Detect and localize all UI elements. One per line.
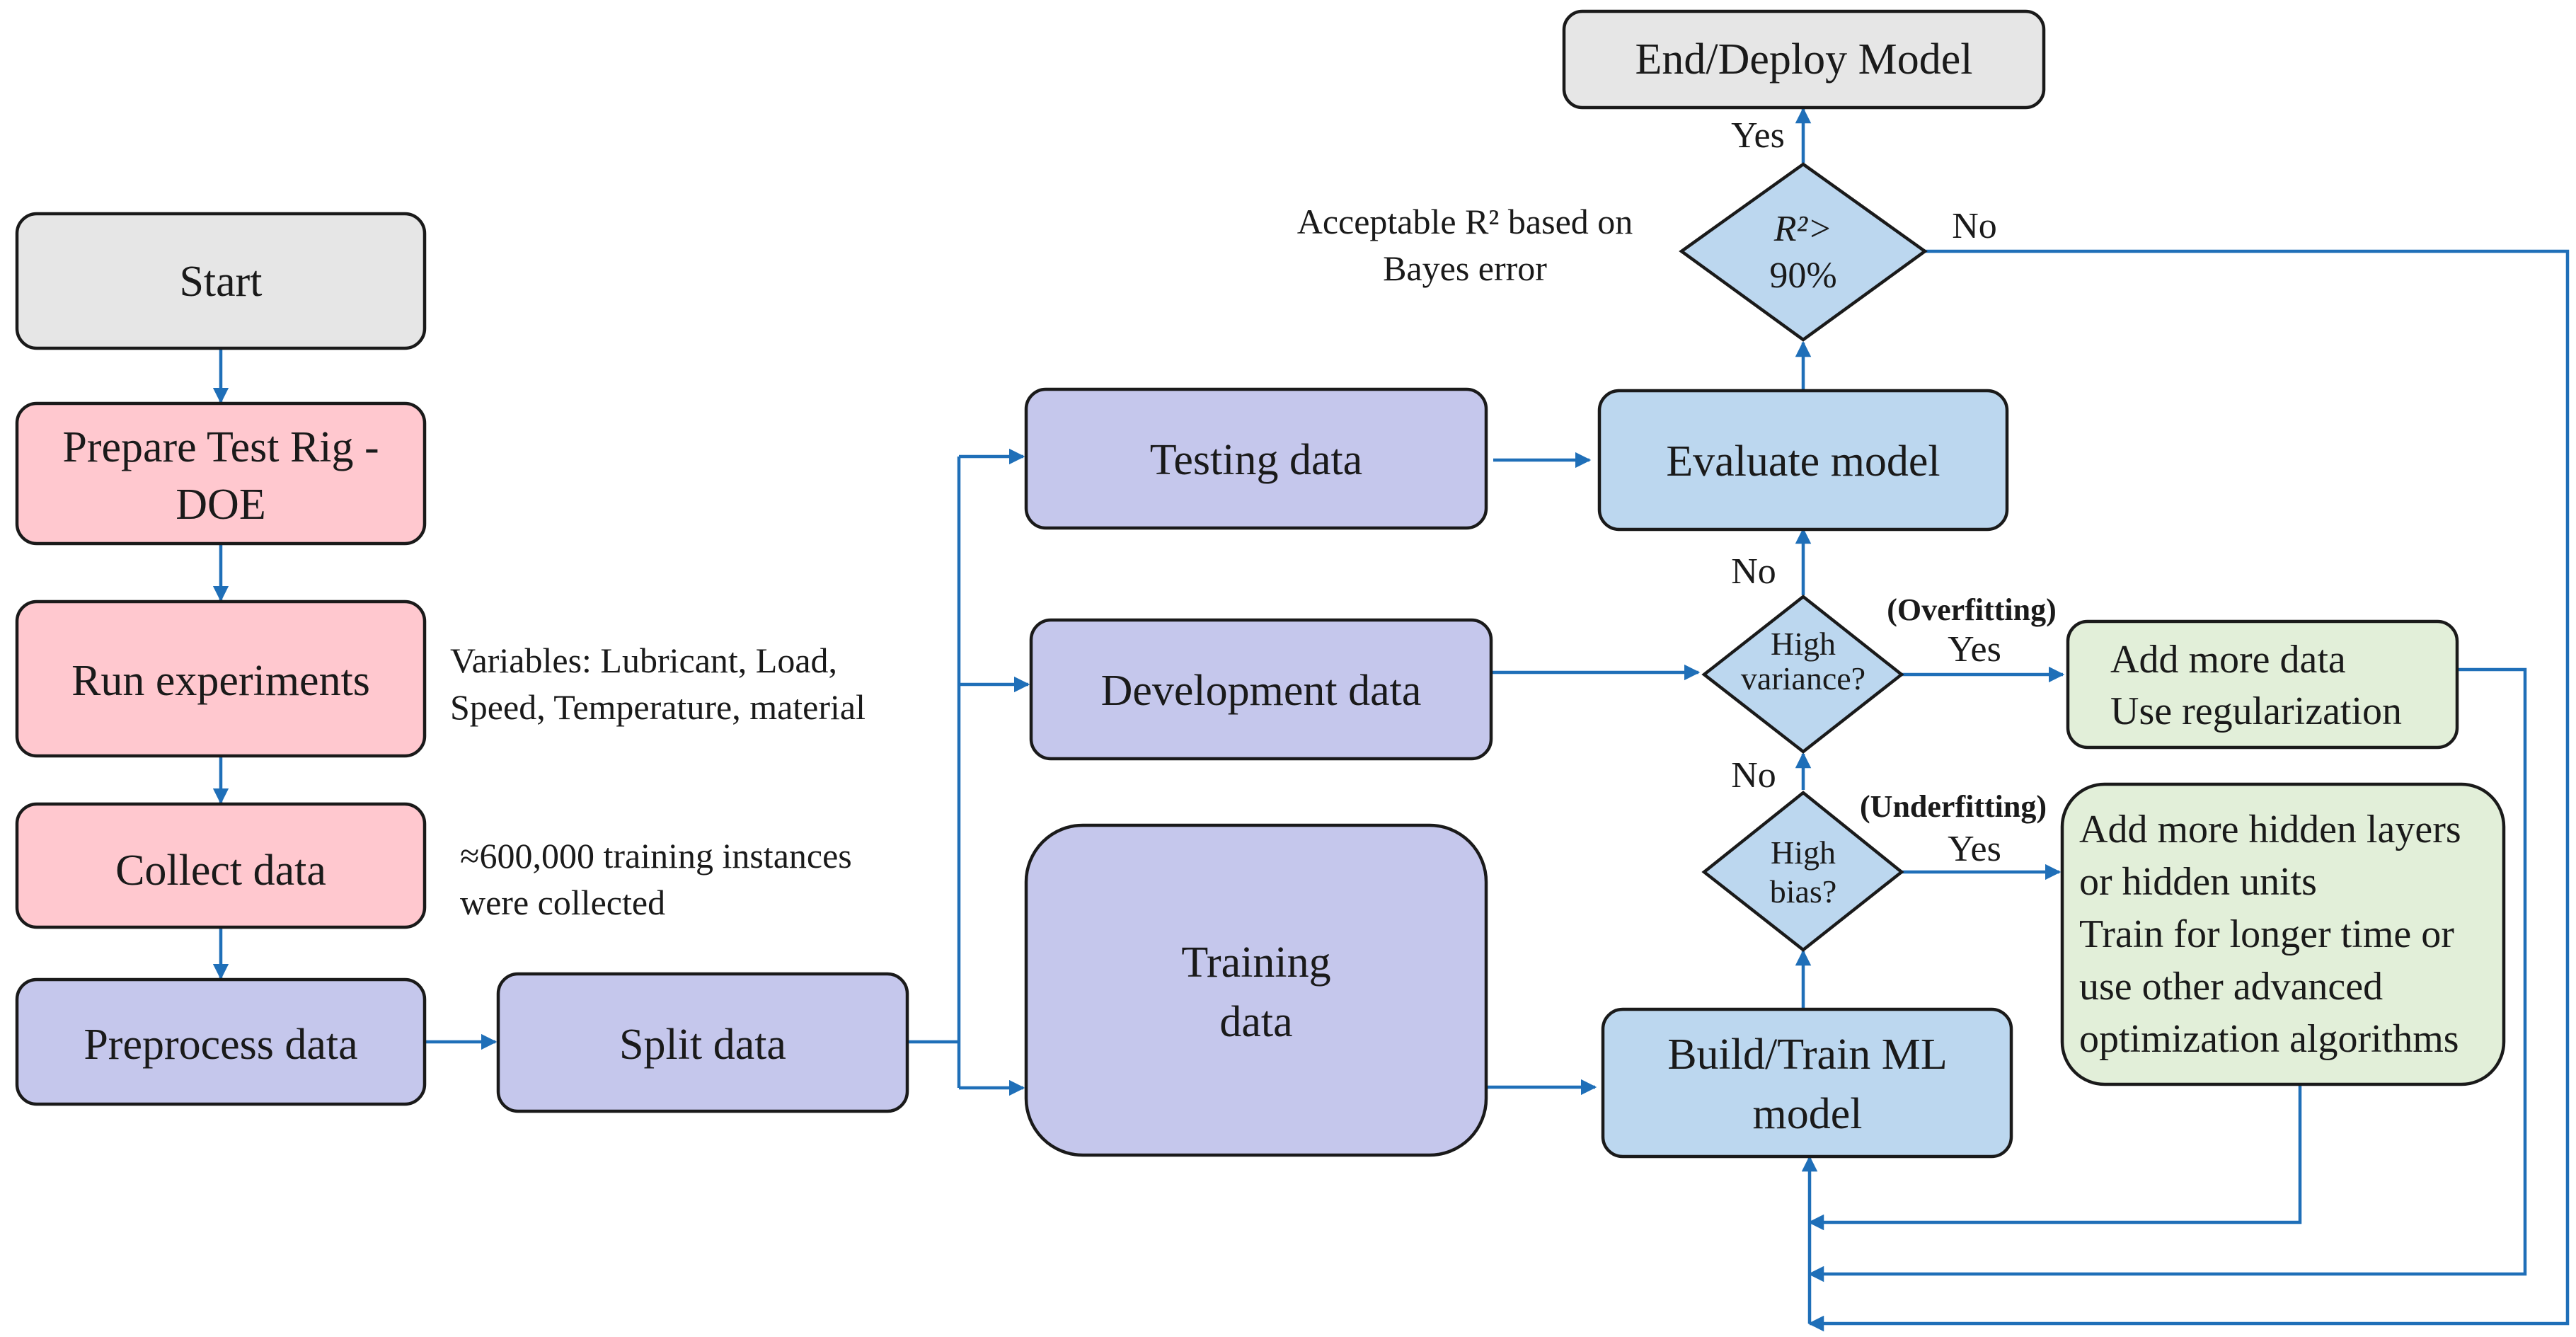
edges bbox=[212, 107, 2570, 1332]
bias-decision-node: High bias? bbox=[1701, 791, 1904, 952]
variance-label-line2: variance? bbox=[1741, 660, 1865, 696]
training-data-node: Training data bbox=[1024, 823, 1488, 1157]
build-box bbox=[1601, 1007, 2013, 1159]
start-label: Start bbox=[179, 258, 262, 306]
overfitting-label: (Overfitting) bbox=[1887, 592, 2056, 627]
no-r2-label: No bbox=[1952, 206, 1997, 246]
start-box bbox=[15, 212, 427, 350]
prepare-label-line1: Prepare Test Rig - bbox=[62, 423, 379, 471]
variables-note-line1: Variables: Lubricant, Load, bbox=[450, 641, 837, 680]
bias-diamond bbox=[1701, 791, 1904, 952]
end-box bbox=[1562, 9, 2046, 110]
more-data-node: Add more data Use regularization bbox=[2066, 619, 2459, 750]
yes-overfitting-label: Yes bbox=[1948, 629, 2001, 670]
bias-label-line1: High bbox=[1771, 834, 1836, 871]
more-layers-line4: use other advanced bbox=[2079, 965, 2383, 1009]
edge-r2-no-build bbox=[1807, 249, 2570, 1332]
more-layers-line2: or hidden units bbox=[2079, 860, 2317, 904]
build-label-line1: Build/Train ML bbox=[1667, 1031, 1948, 1079]
r2-decision-node: R²> 90% bbox=[1679, 162, 1928, 342]
more-data-line2: Use regularization bbox=[2110, 689, 2402, 733]
development-data-node: Development data bbox=[1029, 618, 1493, 761]
testing-box bbox=[1024, 387, 1488, 530]
split-box bbox=[496, 972, 909, 1113]
more-layers-box bbox=[2060, 782, 2506, 1086]
yes-underfitting-label: Yes bbox=[1948, 829, 2001, 869]
build-label-line2: model bbox=[1753, 1090, 1863, 1138]
prepare-label-line2: DOE bbox=[176, 481, 265, 529]
start-node: Start bbox=[15, 212, 427, 350]
acceptable-r2-note: Acceptable R² based on Bayes error bbox=[1297, 202, 1633, 288]
collect-label: Collect data bbox=[115, 847, 326, 895]
collect-box bbox=[15, 802, 427, 929]
run-label: Run experiments bbox=[71, 657, 370, 705]
variance-diamond bbox=[1701, 595, 1904, 754]
acceptable-note-line1: Acceptable R² based on bbox=[1297, 202, 1633, 241]
edge-labels: Yes No No No (Overfitting) Yes (Underfit… bbox=[1731, 115, 2057, 869]
training-box bbox=[1024, 823, 1488, 1157]
more-data-box bbox=[2066, 619, 2459, 750]
more-layers-line3: Train for longer time or bbox=[2079, 912, 2454, 956]
testing-data-node: Testing data bbox=[1024, 387, 1488, 530]
more-data-line1: Add more data bbox=[2110, 638, 2346, 682]
more-layers-node: Add more hidden layers or hidden units T… bbox=[2060, 782, 2506, 1086]
r2-label-line2: 90% bbox=[1769, 256, 1836, 296]
variables-note: Variables: Lubricant, Load, Speed, Tempe… bbox=[450, 641, 866, 727]
variance-label-line1: High bbox=[1771, 626, 1836, 662]
prepare-box bbox=[15, 401, 427, 546]
split-label: Split data bbox=[619, 1021, 786, 1069]
collect-data-node: Collect data bbox=[15, 802, 427, 929]
yes-end-label: Yes bbox=[1731, 115, 1785, 156]
more-layers-line5: optimization algorithms bbox=[2079, 1017, 2459, 1061]
instances-note: ≈600,000 training instances were collect… bbox=[460, 836, 852, 922]
run-experiments-node: Run experiments bbox=[15, 599, 427, 758]
end-label: End/Deploy Model bbox=[1635, 35, 1973, 84]
instances-note-line1: ≈600,000 training instances bbox=[460, 836, 852, 876]
build-train-node: Build/Train ML model bbox=[1601, 1007, 2013, 1159]
evaluate-label: Evaluate model bbox=[1666, 437, 1940, 486]
underfitting-label: (Underfitting) bbox=[1860, 789, 2047, 824]
more-layers-line1: Add more hidden layers bbox=[2079, 808, 2461, 851]
preprocess-label: Preprocess data bbox=[84, 1021, 357, 1069]
training-label-line2: data bbox=[1219, 998, 1292, 1046]
evaluate-model-node: Evaluate model bbox=[1597, 389, 2009, 532]
development-box bbox=[1029, 618, 1493, 761]
split-data-node: Split data bbox=[496, 972, 909, 1113]
instances-note-line2: were collected bbox=[460, 883, 665, 922]
prepare-test-rig-node: Prepare Test Rig - DOE bbox=[15, 401, 427, 546]
evaluate-box bbox=[1597, 389, 2009, 532]
edge-morelayers-build bbox=[1807, 1086, 2302, 1231]
run-box bbox=[15, 599, 427, 758]
testing-label: Testing data bbox=[1150, 436, 1362, 484]
r2-label-line1: R²> bbox=[1773, 209, 1832, 249]
bias-label-line2: bias? bbox=[1770, 873, 1837, 909]
preprocess-box bbox=[15, 977, 427, 1106]
variance-decision-node: High variance? bbox=[1701, 595, 1904, 754]
development-label: Development data bbox=[1101, 667, 1422, 715]
edge-moredata-build bbox=[1807, 667, 2527, 1283]
end-deploy-node: End/Deploy Model bbox=[1562, 9, 2046, 110]
preprocess-data-node: Preprocess data bbox=[15, 977, 427, 1106]
no-variance-label: No bbox=[1731, 551, 1776, 592]
variables-note-line2: Speed, Temperature, material bbox=[450, 687, 866, 727]
no-bias-label: No bbox=[1731, 755, 1776, 796]
r2-diamond bbox=[1679, 162, 1928, 342]
training-label-line1: Training bbox=[1181, 939, 1330, 987]
acceptable-note-line2: Bayes error bbox=[1383, 248, 1547, 288]
